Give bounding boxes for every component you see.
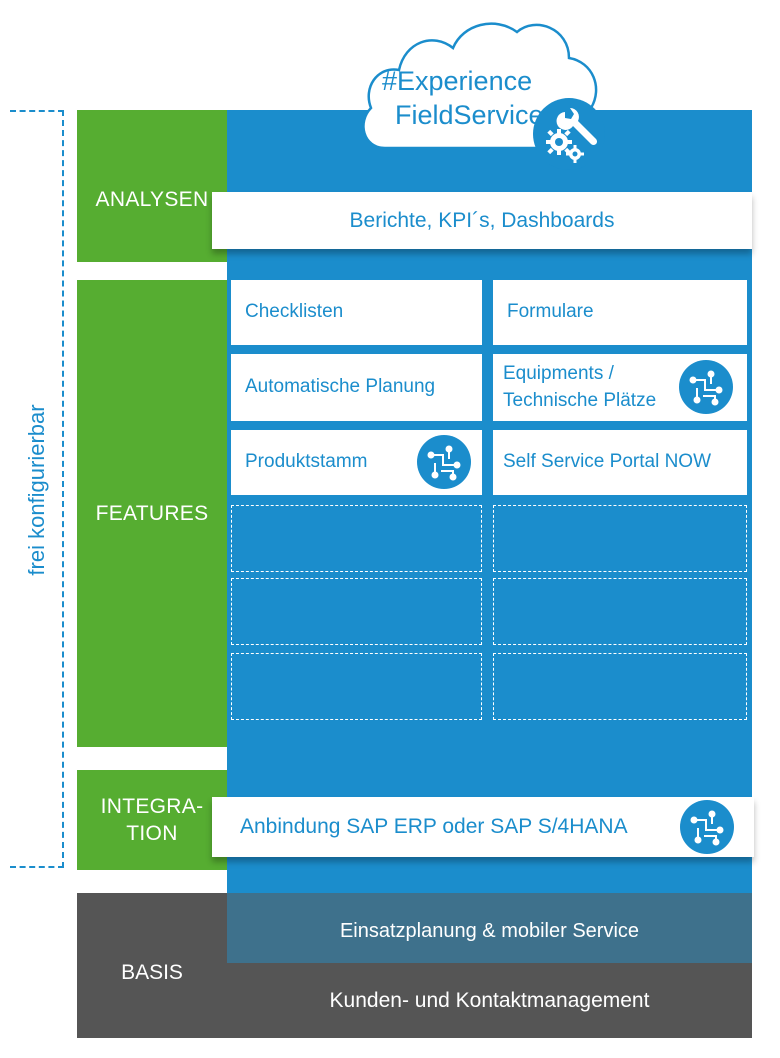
basis-row-kundenmanagement: Kunden- und Kontaktmanagement: [227, 963, 752, 1038]
empty-feature-slot: [231, 653, 482, 720]
tile-checklisten: Checklisten: [231, 280, 482, 345]
cloud-title-line1: #Experience: [382, 66, 533, 96]
integration-label-line1: INTEGRA-: [100, 794, 204, 818]
circuit-icon: [417, 435, 471, 489]
empty-feature-slot: [493, 505, 747, 572]
side-label: frei konfigurierbar: [24, 404, 49, 576]
tile-produktstamm: Produktstamm: [231, 430, 482, 495]
cloud-title-line2: FieldService: [395, 100, 544, 130]
empty-feature-slot: [231, 505, 482, 572]
empty-feature-slot: [493, 578, 747, 645]
configurable-bracket: [10, 110, 64, 868]
integration-label-line2: TION: [126, 822, 178, 845]
tile-equipments: Equipments / Technische Plätze: [493, 354, 747, 421]
equipments-line2: Technische Plätze: [503, 389, 657, 411]
gear-wrench-icon: [533, 98, 605, 170]
integration-bar: Anbindung SAP ERP oder SAP S/4HANA: [212, 797, 754, 857]
layer-label-features: FEATURES: [77, 280, 227, 747]
integration-bar-label: Anbindung SAP ERP oder SAP S/4HANA: [240, 815, 628, 838]
circuit-icon: [680, 800, 734, 854]
empty-feature-slot: [231, 578, 482, 645]
layer-label-analysen: ANALYSEN: [77, 110, 227, 262]
equipments-line1: Equipments /: [503, 362, 614, 384]
layer-label-basis: BASIS: [121, 960, 183, 984]
tile-automatische-planung: Automatische Planung: [231, 354, 482, 421]
empty-feature-slot: [493, 653, 747, 720]
basis-row-einsatzplanung: Einsatzplanung & mobiler Service: [227, 893, 752, 963]
circuit-icon: [679, 360, 733, 414]
tile-self-service-portal: Self Service Portal NOW: [493, 430, 747, 495]
analysen-bar: Berichte, KPI´s, Dashboards: [212, 192, 752, 249]
produktstamm-label: Produktstamm: [245, 451, 368, 473]
layer-label-integration: INTEGRA- TION: [77, 770, 227, 870]
tile-formulare: Formulare: [493, 280, 747, 345]
